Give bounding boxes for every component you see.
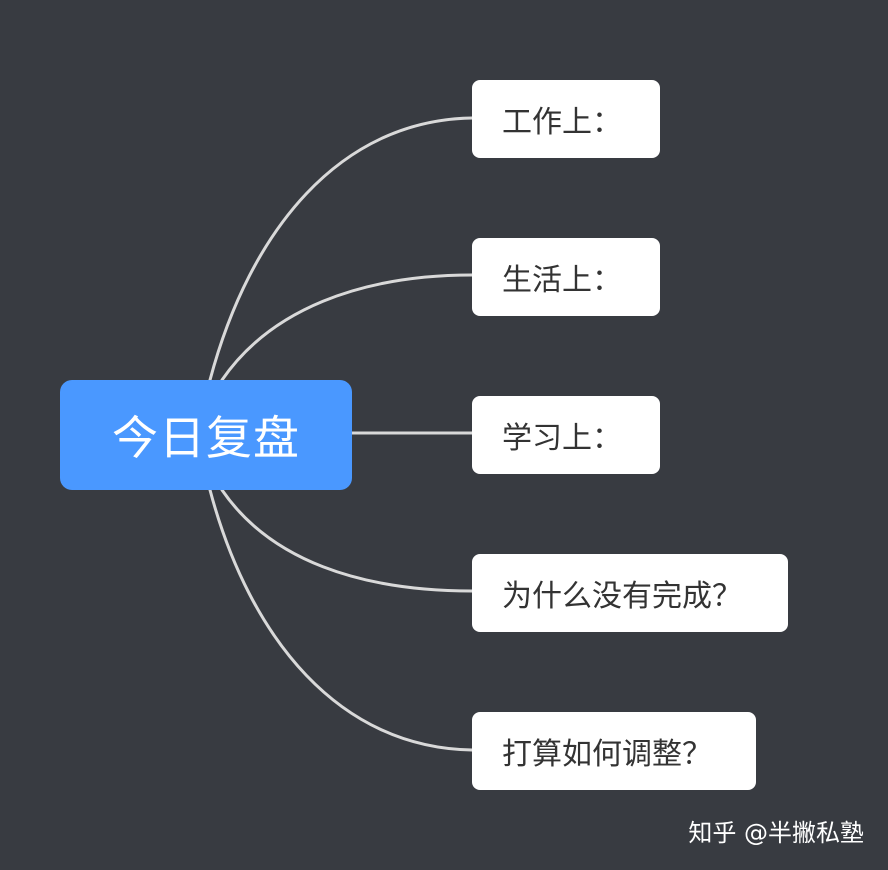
child-node-label: 工作上： [502, 105, 622, 140]
child-node-life[interactable]: 生活上： [472, 238, 660, 316]
link-life [220, 273, 474, 382]
child-node-work[interactable]: 工作上： [472, 80, 660, 158]
child-node-label: 为什么没有完成？ [502, 579, 742, 614]
child-node-label: 学习上： [502, 421, 622, 456]
link-why [220, 488, 474, 593]
root-node-label: 今日复盘 [112, 411, 300, 465]
root-node-daily-review[interactable]: 今日复盘 [60, 380, 352, 490]
link-work [208, 116, 474, 382]
watermark-text: 知乎 @半撇私塾 [688, 819, 864, 847]
child-node-label: 打算如何调整？ [502, 737, 712, 772]
child-node-why-not-done[interactable]: 为什么没有完成？ [472, 554, 788, 632]
link-adjust [208, 488, 474, 752]
child-node-label: 生活上： [502, 263, 622, 298]
child-node-study[interactable]: 学习上： [472, 396, 660, 474]
child-node-how-adjust[interactable]: 打算如何调整？ [472, 712, 756, 790]
